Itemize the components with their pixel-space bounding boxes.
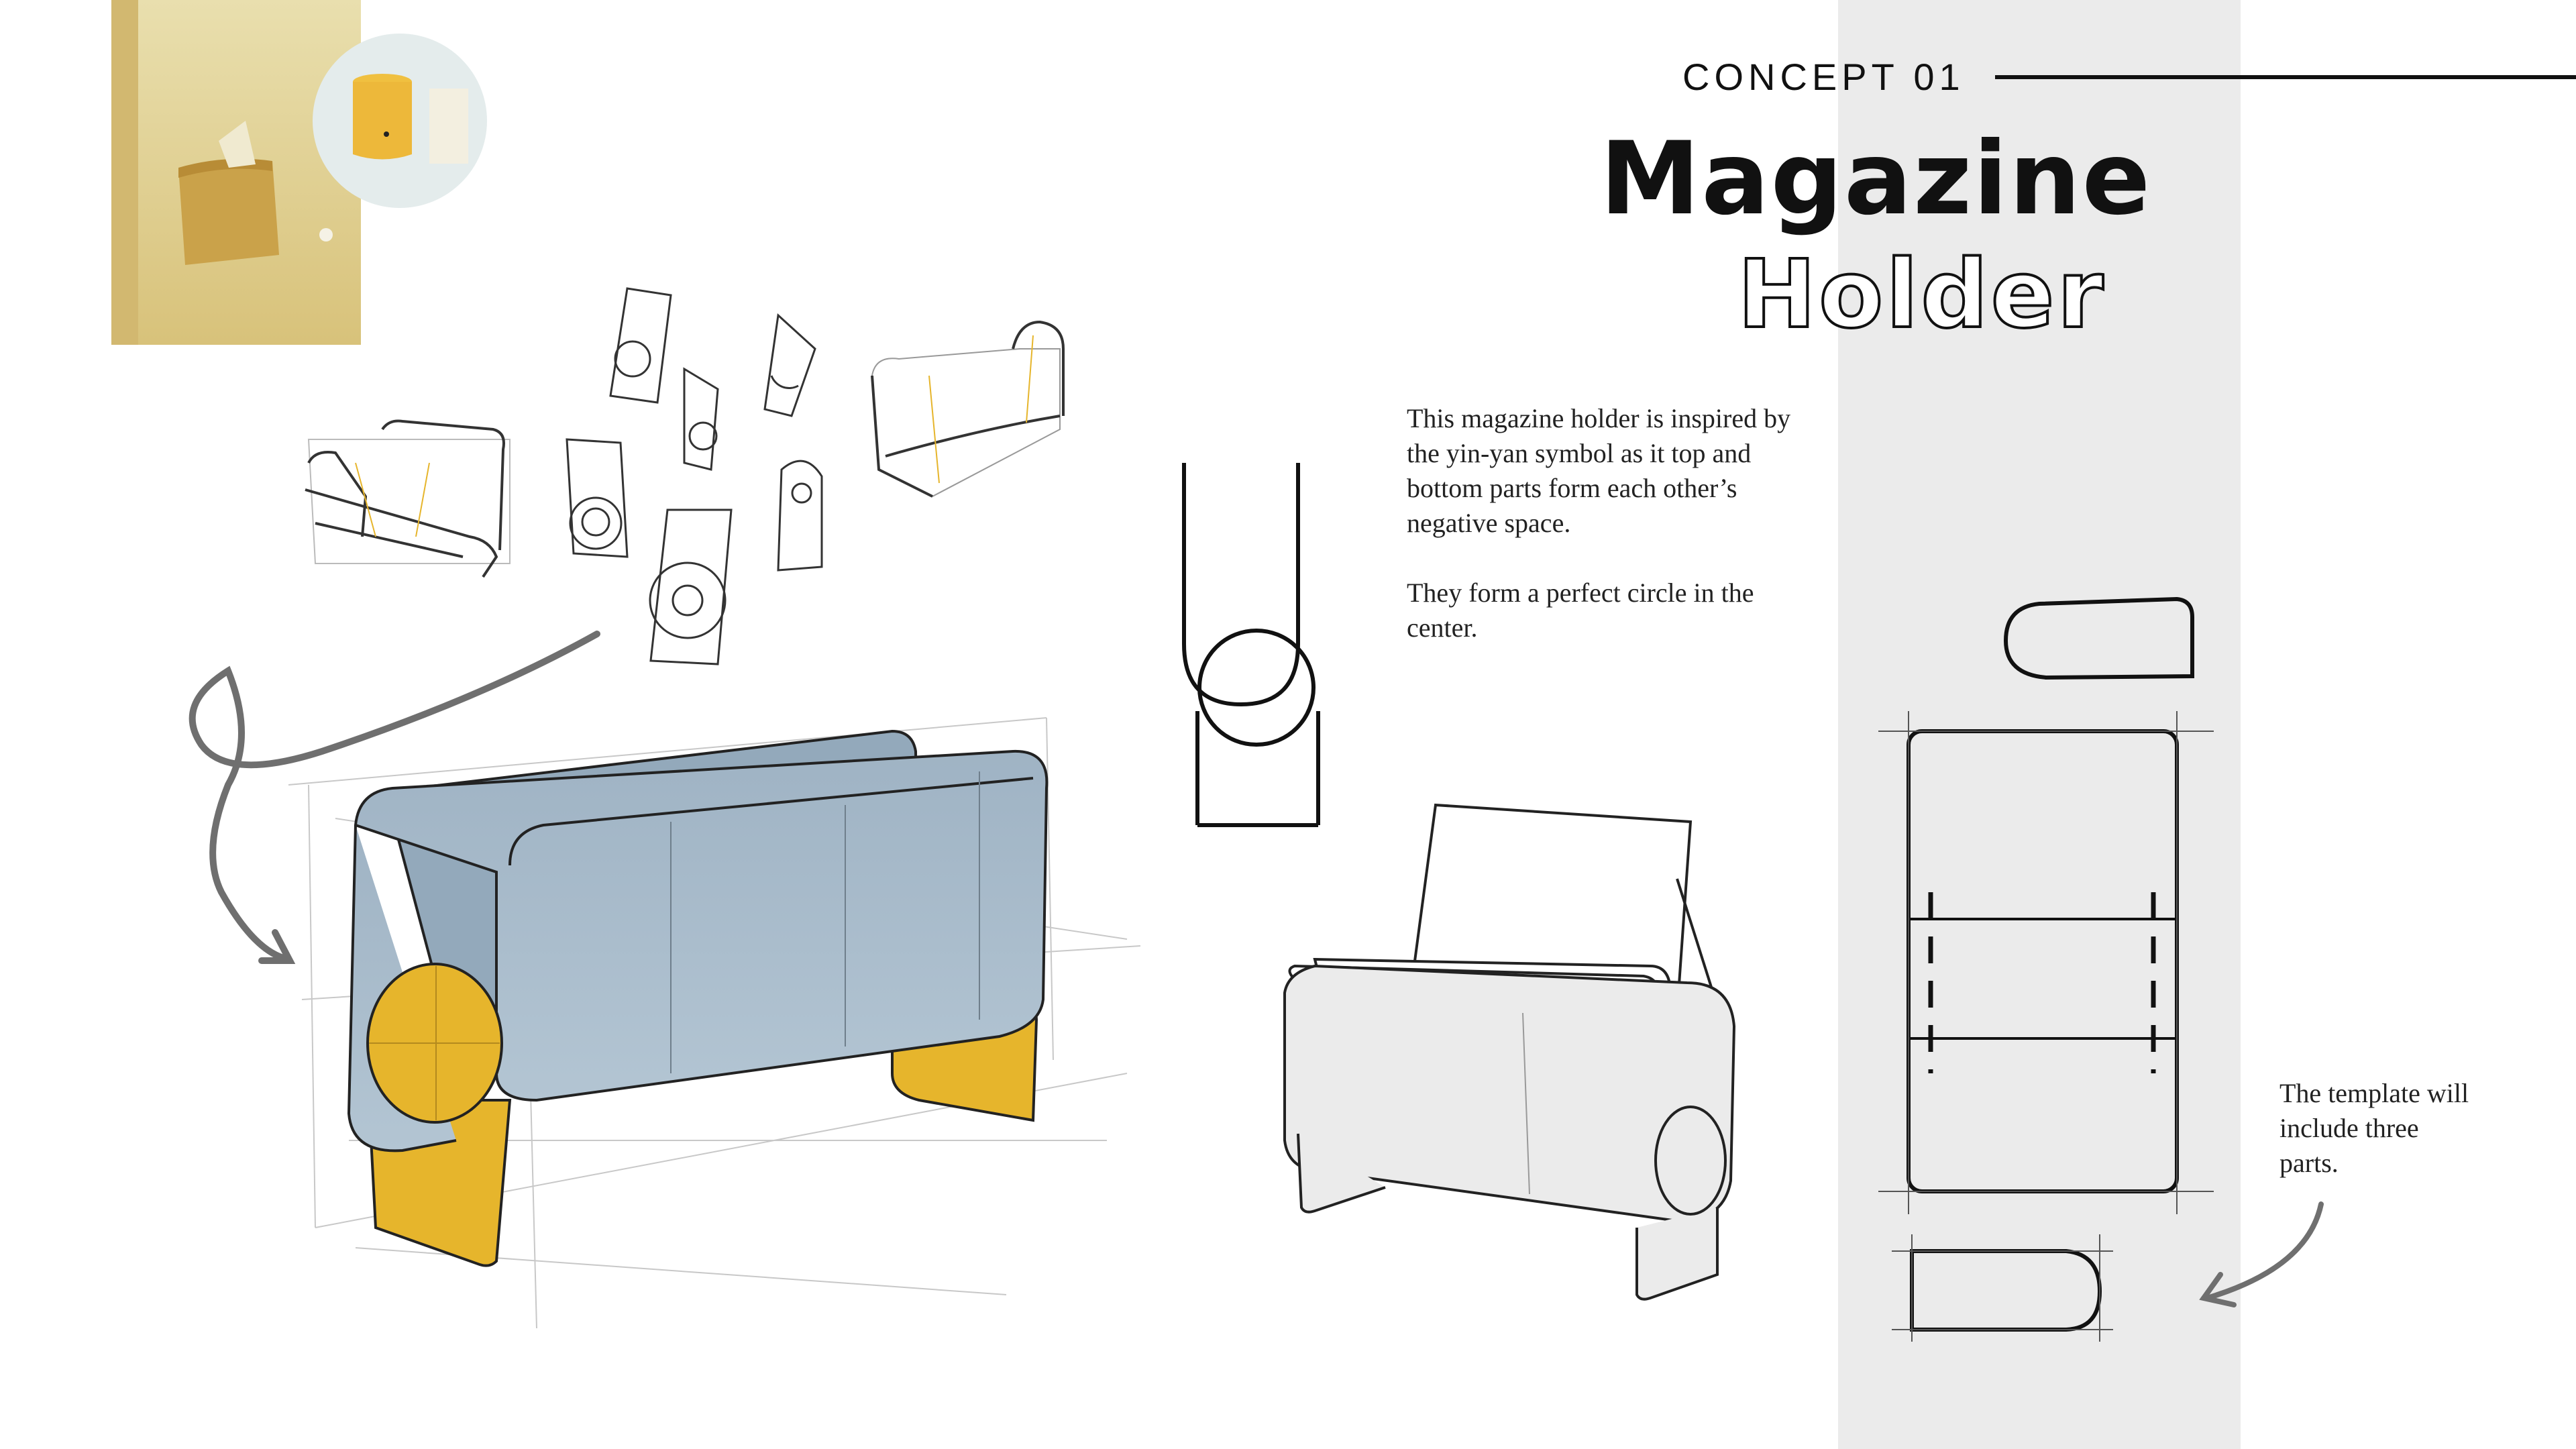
template-note: The template will include three parts.	[2279, 1076, 2481, 1181]
holder-with-magazines-sketch	[1283, 803, 1736, 1301]
thumbnail-sketches	[566, 287, 823, 665]
template-note-text: The template will include three parts.	[2279, 1078, 2469, 1178]
description-paragraph-1: This magazine holder is inspired by the …	[1407, 403, 1791, 538]
main-render-magazine-holder	[347, 729, 1049, 1267]
template-drawing	[1907, 596, 2194, 1332]
concept-divider	[1995, 75, 2576, 79]
description: This magazine holder is inspired by the …	[1407, 401, 1809, 680]
title-line-2: Holder	[1736, 239, 2106, 351]
concept-label: CONCEPT 01	[1682, 56, 1965, 98]
description-paragraph-2: They form a perfect circle in the center…	[1407, 578, 1754, 643]
product-photo-circle	[313, 34, 487, 208]
curved-arrow-icon	[2204, 1201, 2324, 1301]
curved-arrow-icon	[189, 631, 600, 963]
title-line-1: Magazine	[1600, 121, 2152, 237]
small-sketch-left	[305, 419, 511, 578]
template-background-panel	[1838, 0, 2241, 1449]
small-sketch-right	[871, 320, 1065, 498]
yin-yan-diagram	[1182, 463, 1320, 827]
inspiration-photo	[111, 0, 361, 345]
